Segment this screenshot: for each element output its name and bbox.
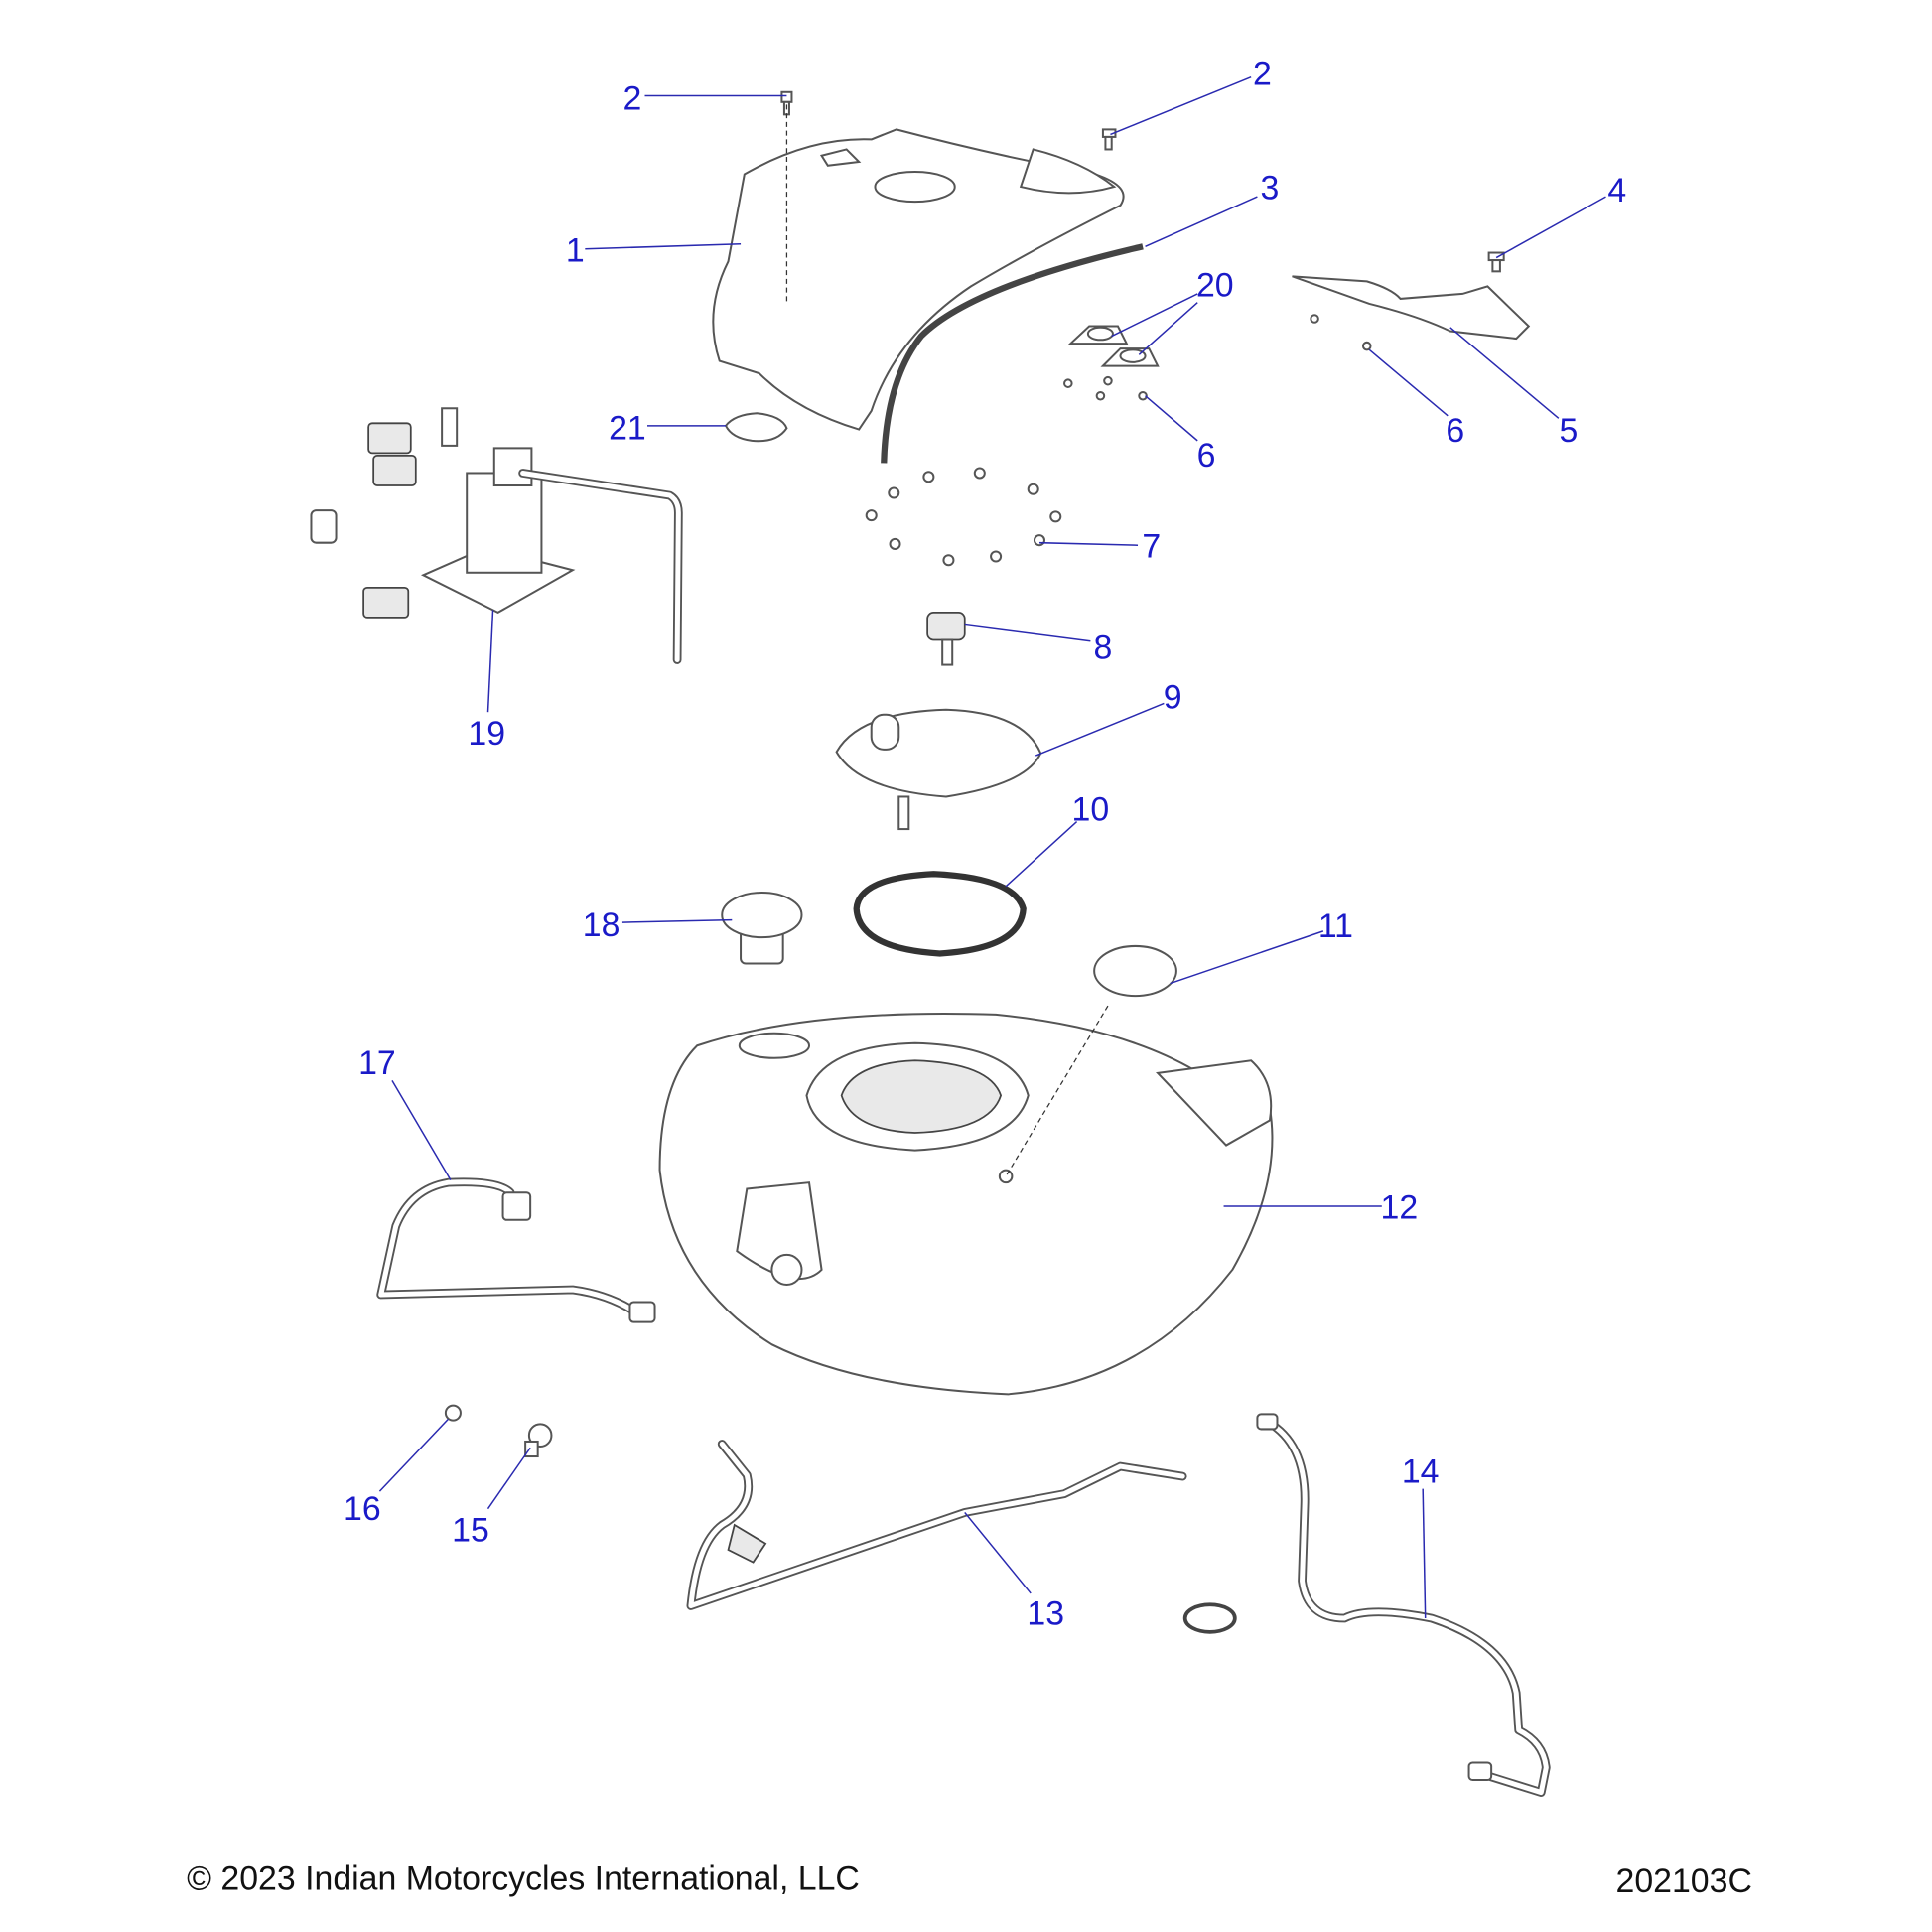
callout-number: 6 xyxy=(1446,412,1464,450)
callout-number: 14 xyxy=(1402,1452,1440,1490)
nut xyxy=(1033,534,1045,547)
callout-number: 3 xyxy=(1261,170,1280,207)
part-fuel-gauge xyxy=(1093,944,1177,998)
leader-line xyxy=(1110,76,1252,136)
part-fuel-cap xyxy=(721,892,803,965)
callout-number: 15 xyxy=(452,1511,489,1549)
leader-line xyxy=(1035,702,1165,757)
callout-number: 21 xyxy=(609,410,646,448)
leader-line xyxy=(1368,348,1449,417)
nut xyxy=(942,554,955,567)
callout-number: 18 xyxy=(583,906,621,944)
leader-line xyxy=(1111,293,1198,338)
nut xyxy=(1049,510,1062,523)
drawing-number: 202103C xyxy=(1616,1863,1752,1900)
part-fuel-pump-assembly xyxy=(310,407,683,664)
callout-number: 17 xyxy=(358,1044,396,1082)
callout-number: 4 xyxy=(1607,172,1626,209)
nut xyxy=(973,467,986,480)
part-push-clip xyxy=(1487,251,1505,273)
part-grommet xyxy=(1100,347,1160,367)
leader-line xyxy=(1170,930,1324,985)
callout-number: 16 xyxy=(344,1490,381,1528)
part-pump-flange xyxy=(835,708,1042,831)
leader-line xyxy=(378,1418,449,1492)
part-hose-clamp xyxy=(1182,1602,1237,1634)
callout-number: 12 xyxy=(1381,1189,1419,1227)
leader-line xyxy=(1449,327,1560,419)
part-console-cover xyxy=(712,128,1125,431)
callout-number: 7 xyxy=(1142,528,1161,566)
part-nuts xyxy=(865,467,1062,567)
leader-line xyxy=(964,623,1091,642)
leader-line xyxy=(1495,196,1606,259)
nut xyxy=(889,537,901,550)
callout-labels: 2 2 3 4 1 20 5 6 6 21 7 8 9 10 18 11 17 12 19 16 15 13 14 xyxy=(344,55,1626,1632)
callout-number: 1 xyxy=(566,231,585,269)
leader-line xyxy=(1145,196,1258,247)
nut xyxy=(922,471,935,483)
leader-line xyxy=(1038,541,1139,546)
leader-line xyxy=(1005,820,1078,888)
nut xyxy=(865,509,878,522)
part-return-line xyxy=(1256,1413,1551,1797)
nut xyxy=(990,550,1003,563)
leader-line xyxy=(621,918,733,923)
copyright-notice: © 2023 Indian Motorcycles International,… xyxy=(187,1860,860,1897)
callout-number: 5 xyxy=(1559,412,1578,450)
part-grommet xyxy=(1067,325,1129,345)
leader-line xyxy=(486,610,494,713)
part-bracket xyxy=(1292,275,1531,341)
callout-number: 2 xyxy=(623,79,642,117)
part-fuel-sender xyxy=(926,612,966,666)
leader-line xyxy=(1145,395,1198,442)
leader-line xyxy=(486,1447,531,1510)
callout-number: 20 xyxy=(1196,266,1234,304)
part-fuel-line xyxy=(686,1440,1187,1610)
callout-number: 6 xyxy=(1197,437,1216,475)
part-fuel-tank xyxy=(658,1013,1274,1396)
part-lock-ring xyxy=(724,412,788,443)
leader-line xyxy=(964,1511,1032,1594)
callout-number: 9 xyxy=(1164,678,1182,716)
leader-line xyxy=(1138,302,1198,355)
part-gasket xyxy=(853,871,1027,957)
part-vent-tube xyxy=(376,1177,656,1323)
leader-lines xyxy=(378,76,1606,1619)
part-fitting xyxy=(444,1404,462,1422)
callout-number: 19 xyxy=(468,715,505,753)
callout-number: 8 xyxy=(1094,628,1113,666)
part-trim-strip xyxy=(881,243,1144,464)
leader-line xyxy=(1422,1488,1427,1619)
nut xyxy=(1027,483,1039,495)
leader-line xyxy=(585,243,742,250)
nut xyxy=(888,486,900,499)
callout-number: 10 xyxy=(1072,790,1110,828)
callout-number: 11 xyxy=(1318,907,1353,945)
part-screws-small xyxy=(1063,314,1372,401)
part-elbow xyxy=(524,1423,553,1458)
leader-line xyxy=(391,1079,452,1181)
callout-number: 13 xyxy=(1027,1594,1064,1632)
callout-number: 2 xyxy=(1253,55,1272,92)
